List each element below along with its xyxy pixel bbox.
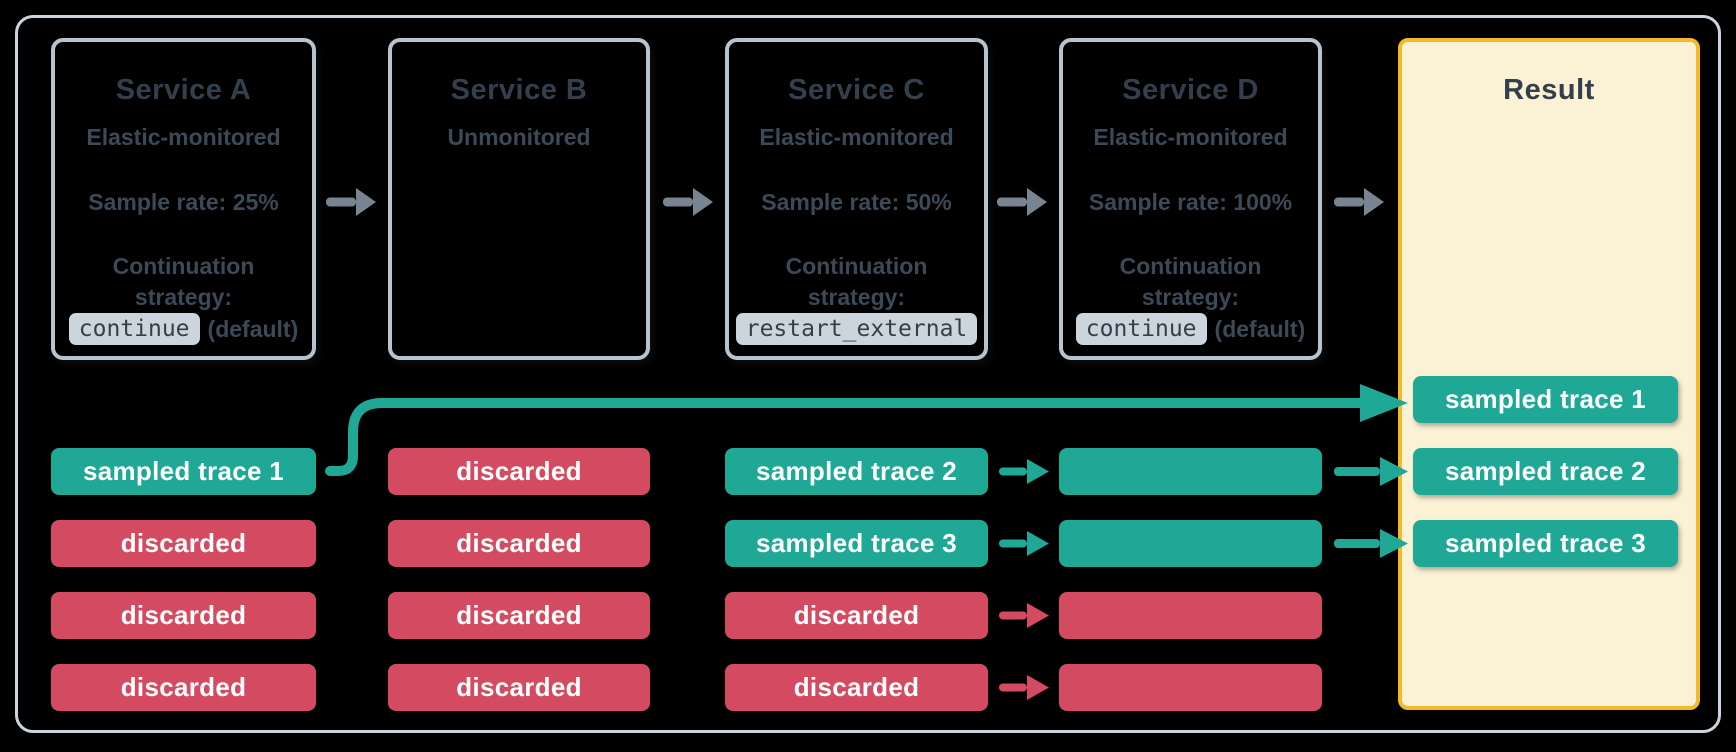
service-sample-rate: Sample rate: 50% <box>761 189 952 215</box>
strategy-code-chip: restart_external <box>735 313 978 345</box>
service-box-c: Service C Elastic-monitored Sample rate:… <box>725 38 988 360</box>
continuation-strategy-value: restart_external <box>729 311 984 347</box>
service-title: Service C <box>788 74 925 106</box>
trace-chip-b-row1: discarded <box>388 448 650 495</box>
service-monitoring-label: Elastic-monitored <box>759 124 954 150</box>
trace-chip-d-row1 <box>1059 448 1322 495</box>
service-monitoring-label: Unmonitored <box>447 124 591 150</box>
result-trace-chip-3: sampled trace 3 <box>1413 520 1678 567</box>
trace-chip-d-row3 <box>1059 592 1322 639</box>
trace-chip-b-row2: discarded <box>388 520 650 567</box>
continuation-strategy-label-line1: Continuation <box>785 253 928 279</box>
trace-chip-a-row1: sampled trace 1 <box>51 448 316 495</box>
trace-chip-a-row2: discarded <box>51 520 316 567</box>
result-trace-chip-2: sampled trace 2 <box>1413 448 1678 495</box>
strategy-code-chip: continue <box>68 313 200 345</box>
trace-chip-b-row3: discarded <box>388 592 650 639</box>
continuation-strategy-value: continue (default) <box>1063 311 1318 347</box>
service-sample-rate: Sample rate: 100% <box>1088 189 1293 215</box>
service-box-a: Service A Elastic-monitored Sample rate:… <box>51 38 316 360</box>
trace-chip-a-row4: discarded <box>51 664 316 711</box>
strategy-code-chip: continue <box>1075 313 1207 345</box>
continuation-strategy-label-line2: strategy: <box>1141 284 1240 310</box>
service-title: Service A <box>115 74 252 106</box>
trace-chip-b-row4: discarded <box>388 664 650 711</box>
trace-chip-c-row1: sampled trace 2 <box>725 448 988 495</box>
continuation-strategy-label-line1: Continuation <box>1119 253 1262 279</box>
service-monitoring-label: Elastic-monitored <box>1093 124 1288 150</box>
trace-chip-c-row4: discarded <box>725 664 988 711</box>
service-monitoring-label: Elastic-monitored <box>86 124 281 150</box>
trace-chip-c-row3: discarded <box>725 592 988 639</box>
service-title: Service D <box>1122 74 1259 106</box>
trace-chip-a-row3: discarded <box>51 592 316 639</box>
result-trace-chip-1: sampled trace 1 <box>1413 376 1678 423</box>
service-sample-rate: Sample rate: 25% <box>88 189 279 215</box>
trace-chip-d-row2 <box>1059 520 1322 567</box>
continuation-strategy-label-line2: strategy: <box>134 284 233 310</box>
service-box-b: Service B Unmonitored <box>388 38 650 360</box>
strategy-default-note: (default) <box>207 315 299 342</box>
trace-chip-c-row2: sampled trace 3 <box>725 520 988 567</box>
continuation-strategy-label-line2: strategy: <box>807 284 906 310</box>
result-box: Result <box>1398 38 1700 710</box>
continuation-strategy-label-line1: Continuation <box>112 253 255 279</box>
result-title: Result <box>1503 74 1595 106</box>
strategy-default-note: (default) <box>1214 315 1306 342</box>
trace-chip-d-row4 <box>1059 664 1322 711</box>
continuation-strategy-value: continue (default) <box>55 311 312 347</box>
diagram-frame <box>15 15 1721 733</box>
service-box-d: Service D Elastic-monitored Sample rate:… <box>1059 38 1322 360</box>
service-title: Service B <box>450 74 588 106</box>
